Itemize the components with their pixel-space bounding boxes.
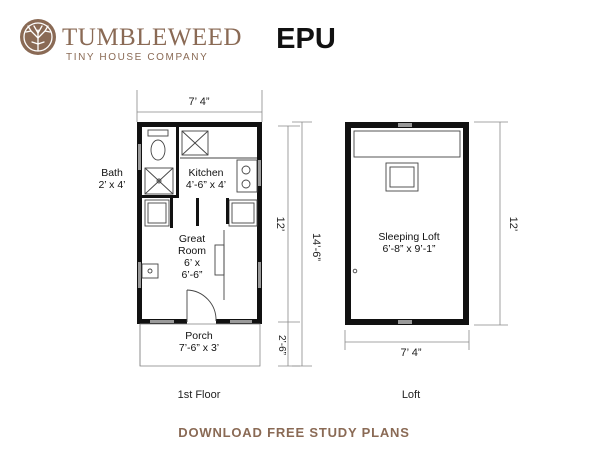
porch-name: Porch: [185, 330, 213, 342]
skylight-icon: [385, 162, 419, 192]
bath-partition: [142, 127, 179, 198]
stove-icon: [236, 159, 258, 193]
main-length-label: 12’: [274, 217, 286, 232]
loft-plan: 7’ 4” 12’ Sleeping Loft 6’-8” x 9’-1” Lo…: [344, 121, 519, 401]
kitchen-size: 4’-6” x 4’: [186, 179, 226, 191]
loft-width-dimension: [344, 330, 470, 350]
first-floor-caption: 1st Floor: [178, 389, 221, 401]
loft-length-dimension: [474, 121, 508, 326]
closet: [228, 199, 258, 227]
bath-name: Bath: [101, 167, 123, 179]
logo-name: TUMBLEWEED: [62, 24, 242, 51]
porch-size: 7’-6” x 3’: [179, 342, 219, 354]
storage-cabinet: [144, 199, 170, 227]
porch-outline: [139, 323, 261, 367]
first-floor-width-dimension: [136, 90, 263, 122]
total-length-label: 14’-6”: [310, 233, 322, 261]
interior-posts: [170, 198, 229, 228]
great-room-line3: 6’ x: [184, 257, 201, 269]
loft-windows: [398, 123, 412, 324]
sink-small: [141, 263, 159, 279]
kitchen-fixtures: [180, 130, 258, 193]
shower-icon: [144, 167, 174, 195]
tumbleweed-logo[interactable]: TUMBLEWEED TINY HOUSE COMPANY: [20, 19, 242, 63]
ladder-icon: [214, 244, 225, 276]
loft-fixtures: [352, 130, 461, 274]
first-floor-windows: [138, 144, 261, 323]
first-floor-width-label: 7’ 4”: [189, 96, 210, 108]
page-title: EPU: [276, 23, 336, 55]
great-room-line1: Great: [179, 233, 205, 245]
loft-walls: [345, 122, 469, 325]
great-room-line4: 6’-6”: [181, 269, 203, 281]
porch-depth-label: 2’-6”: [276, 335, 287, 355]
loft-room-name: Sleeping Loft: [378, 231, 439, 243]
bath-size: 2’ x 4’: [98, 179, 125, 191]
great-room-fixtures: [141, 199, 258, 300]
first-floor-room-labels: Bath 2’ x 4’ Kitchen 4’-6” x 4’ Great Ro…: [98, 167, 226, 354]
bath-fixtures: [144, 129, 174, 195]
loft-length-label: 12’: [507, 217, 519, 232]
download-plans-link[interactable]: DOWNLOAD FREE STUDY PLANS: [178, 425, 409, 440]
loft-caption: Loft: [402, 389, 420, 401]
entry-door: [186, 289, 217, 322]
loft-railing: [353, 130, 461, 158]
toilet-icon: [150, 139, 166, 161]
loft-room-size: 6’-8” x 9’-1”: [382, 243, 436, 255]
kitchen-name: Kitchen: [188, 167, 223, 179]
first-floor-length-dimensions: [278, 121, 312, 367]
loft-width-label: 7’ 4”: [401, 347, 422, 359]
first-floor-plan: 7’ 4” 12’ 14’-6” 2’-6”: [98, 90, 322, 401]
sink-icon: [181, 130, 209, 156]
great-room-line2: Room: [178, 245, 206, 257]
logo-tagline: TINY HOUSE COMPANY: [66, 52, 208, 63]
